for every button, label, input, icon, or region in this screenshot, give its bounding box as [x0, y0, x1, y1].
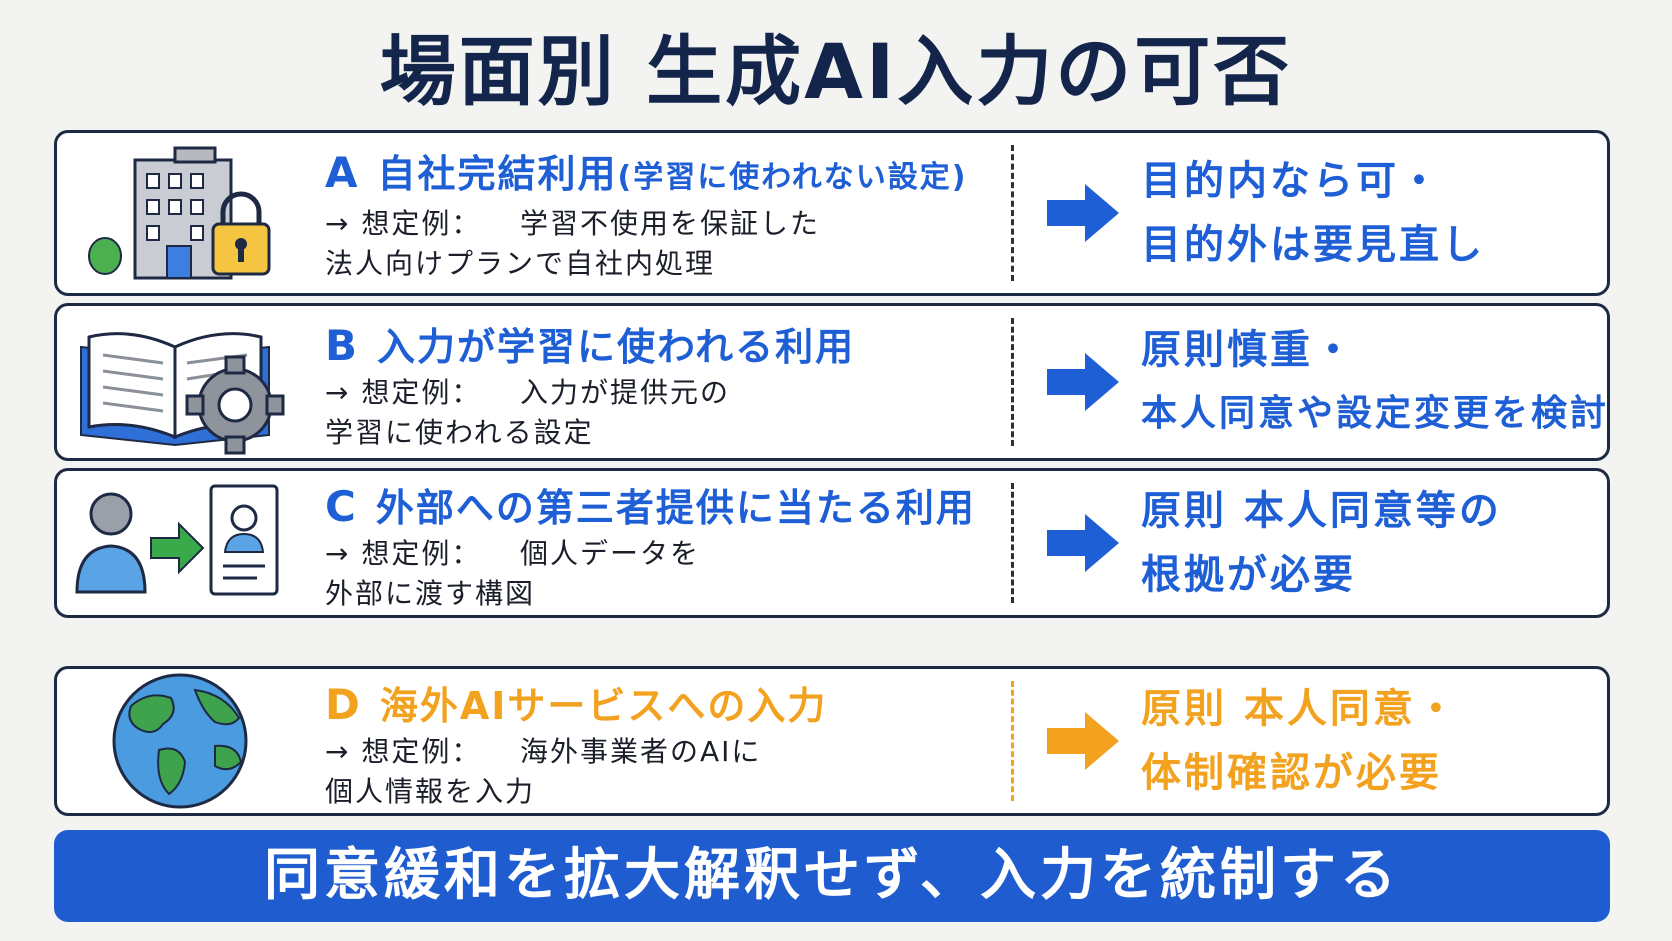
row-b: B 入力が学習に使われる利用 → 想定例： 入力が提供元の 学習に使われる設定 原則…	[54, 303, 1610, 461]
example-lead: → 想定例：	[325, 376, 482, 409]
scene-b-heading: B 入力が学習に使われる利用	[325, 320, 855, 373]
page-title: 場面別 生成AI入力の可否	[379, 27, 1293, 116]
row-d: D 海外AIサービスへの入力 → 想定例： 海外事業者のAIに 個人情報を入力 原則…	[54, 666, 1610, 816]
scene-b-title: 入力が学習に使われる利用	[377, 325, 856, 369]
scene-a-letter: A	[325, 148, 360, 197]
scene-c: C 外部への第三者提供に当たる利用 → 想定例： 個人データを 外部に渡す構図	[325, 481, 976, 614]
arrow-right-icon	[1043, 180, 1123, 246]
building-lock-icon	[75, 138, 285, 288]
result-line2: 根拠が必要	[1141, 552, 1356, 598]
result-c: 原則 本人同意等の 根拠が必要	[1141, 479, 1502, 607]
example-line2: 法人向けプランで自社内処理	[325, 247, 716, 280]
arrow-right-icon	[1043, 708, 1123, 774]
result-line2: 目的外は要見直し	[1141, 222, 1485, 268]
scene-a-title: 自社完結利用	[377, 152, 618, 196]
example-lead: → 想定例：	[325, 537, 482, 570]
scene-d: D 海外AIサービスへの入力 → 想定例： 海外事業者のAIに 個人情報を入力	[325, 679, 827, 812]
result-line1: 原則 本人同意等の	[1141, 488, 1502, 534]
example-lead: → 想定例：	[325, 735, 482, 768]
example-line2: 学習に使われる設定	[325, 416, 594, 449]
scene-b-letter: B	[325, 321, 360, 370]
scene-d-title: 海外AIサービスへの入力	[379, 684, 828, 728]
example-line1: 海外事業者のAIに	[520, 735, 762, 768]
example-line2: 外部に渡す構図	[325, 577, 536, 610]
scene-d-heading: D 海外AIサービスへの入力	[325, 679, 827, 732]
result-b: 原則慎重・ 本人同意や設定変更を検討	[1141, 318, 1609, 446]
result-line1: 目的内なら可・	[1141, 158, 1442, 204]
row-divider	[1011, 681, 1014, 801]
example-line1: 個人データを	[520, 537, 701, 570]
result-line1: 原則慎重・	[1141, 327, 1356, 373]
scene-c-example: → 想定例： 個人データを	[325, 534, 976, 574]
result-line2: 本人同意や設定変更を検討	[1141, 393, 1610, 434]
row-divider	[1011, 145, 1014, 281]
scene-a-subtitle: (学習に使われない設定)	[617, 160, 968, 195]
scene-d-example: → 想定例： 海外事業者のAIに	[325, 732, 827, 772]
row-divider	[1011, 318, 1014, 446]
scene-c-letter: C	[325, 482, 358, 531]
result-d: 原則 本人同意・ 体制確認が必要	[1141, 677, 1459, 805]
globe-icon	[75, 666, 285, 816]
example-lead: → 想定例：	[325, 207, 482, 240]
scene-d-letter: D	[325, 680, 362, 729]
arrow-right-icon	[1043, 510, 1123, 576]
result-line1: 原則 本人同意・	[1141, 686, 1459, 732]
person-transfer-icon	[75, 468, 285, 618]
row-divider	[1011, 483, 1014, 603]
scene-c-title: 外部への第三者提供に当たる利用	[375, 486, 976, 530]
row-a: A 自社完結利用(学習に使われない設定) → 想定例： 学習不使用を保証した 法人向…	[54, 130, 1610, 296]
conclusion-banner: 同意緩和を拡大解釈せず、入力を統制する	[54, 830, 1610, 922]
scene-a: A 自社完結利用(学習に使われない設定) → 想定例： 学習不使用を保証した 法人向…	[325, 147, 967, 284]
row-c: C 外部への第三者提供に当たる利用 → 想定例： 個人データを 外部に渡す構図 原則…	[54, 468, 1610, 618]
result-a: 目的内なら可・ 目的外は要見直し	[1141, 149, 1485, 277]
book-gear-icon	[75, 307, 285, 457]
scene-a-heading: A 自社完結利用(学習に使われない設定)	[325, 147, 967, 204]
example-line1: 入力が提供元の	[520, 376, 731, 409]
scene-b-example: → 想定例： 入力が提供元の	[325, 373, 855, 413]
example-line2: 個人情報を入力	[325, 775, 536, 808]
result-line2: 体制確認が必要	[1141, 750, 1442, 796]
scene-b: B 入力が学習に使われる利用 → 想定例： 入力が提供元の 学習に使われる設定	[325, 320, 855, 453]
arrow-right-icon	[1043, 349, 1123, 415]
scene-a-example: → 想定例： 学習不使用を保証した	[325, 204, 967, 244]
scene-c-heading: C 外部への第三者提供に当たる利用	[325, 481, 976, 534]
example-line1: 学習不使用を保証した	[520, 207, 821, 240]
